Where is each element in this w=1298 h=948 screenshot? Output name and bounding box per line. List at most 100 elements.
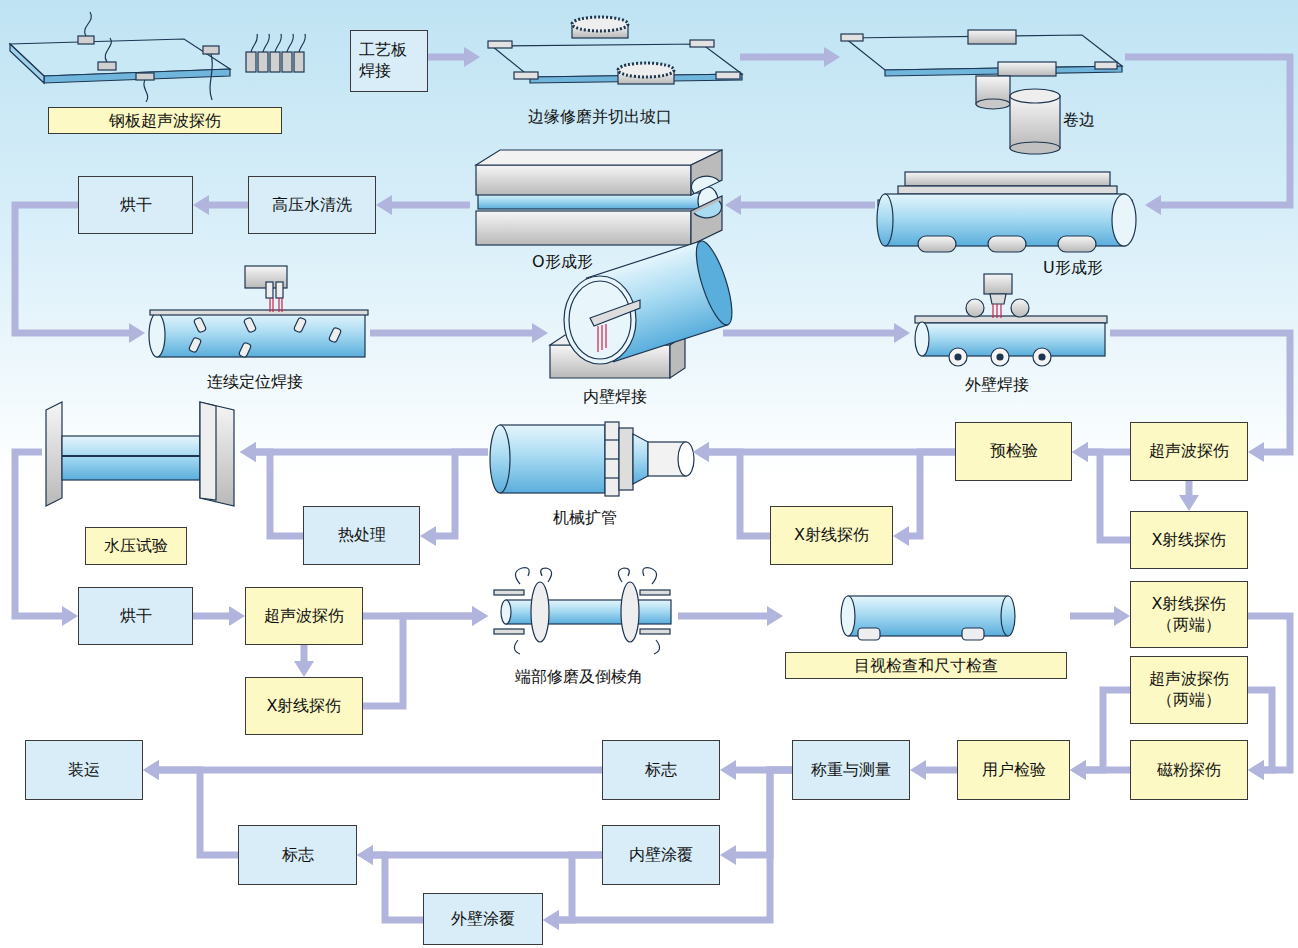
box-label: 标志: [645, 760, 677, 781]
flow-arrow: [907, 452, 955, 536]
u-forming-illustration-part: [898, 186, 1117, 194]
inspection-box: X射线探伤: [770, 506, 893, 565]
box-label: 预检验: [990, 441, 1038, 462]
flow-arrow: [1186, 481, 1193, 497]
flow-arrow: [428, 54, 466, 61]
step-caption: O形成形: [532, 252, 593, 272]
process-step: 连续定位焊接: [145, 260, 370, 392]
tack-welding-illustration-part: [293, 317, 306, 333]
process-step: O形成形: [470, 145, 725, 273]
flow-arrow: [1084, 767, 1130, 774]
steel-plate-ultrasonic-part: [78, 36, 94, 44]
steel-plate-ultrasonic-part: [136, 73, 154, 80]
box-label: 烘干: [120, 195, 152, 216]
outer-welding-illustration-part: [1039, 354, 1045, 360]
edge-crimping-illustration-part: [1095, 62, 1117, 69]
steel-plate-ultrasonic-part: [251, 34, 257, 52]
step-caption: 外壁焊接: [965, 375, 1029, 395]
process-step: 边缘修磨并切出坡口: [480, 12, 740, 130]
pipe-expansion-illustration-part: [605, 439, 619, 440]
visual-inspection-illustration-part: [1001, 596, 1015, 636]
box-label: 工艺板 焊接: [359, 40, 419, 82]
u-forming-illustration-part: [1058, 236, 1096, 252]
visual-inspection-illustration: [841, 596, 1015, 640]
hydrostatic-test-illustration-part: [62, 436, 200, 480]
hydrostatic-test-illustration-part: [62, 455, 200, 457]
flow-arrow: [740, 54, 826, 61]
o-forming-illustration-part: [691, 176, 719, 193]
flow-arrow: [734, 770, 792, 855]
tack-welding-illustration-part: [149, 313, 165, 357]
process-box: 标志: [602, 740, 720, 800]
box-label: 高压水清洗: [272, 195, 352, 216]
flow-arrow: [434, 452, 488, 536]
pipe-expansion-illustration-part: [605, 458, 619, 459]
flow-arrow: [1070, 613, 1116, 620]
outer-welding-illustration-part: [990, 294, 1006, 304]
outer-welding-illustration: [915, 274, 1107, 366]
step-caption: 端部修磨及倒棱角: [515, 667, 643, 687]
step-caption: U形成形: [1043, 258, 1103, 278]
steel-plate-ultrasonic-part: [287, 34, 293, 52]
steel-plate-ultrasonic: [10, 12, 305, 102]
end-facing-illustration: [494, 568, 671, 654]
pipe-expansion-illustration-part: [500, 425, 605, 493]
box-label: X射线探伤: [1152, 530, 1227, 551]
steel-plate-ultrasonic-part: [105, 38, 111, 62]
tack-welding-illustration-part: [157, 313, 365, 357]
steel-plate-ultrasonic-part: [294, 52, 304, 72]
inspection-box: 预检验: [955, 422, 1072, 481]
outer-welding-illustration-part: [915, 322, 929, 356]
box-label: 超声波探伤 （两端）: [1137, 669, 1241, 711]
process-step: 水压试验: [42, 400, 240, 570]
process-box: 烘干: [78, 587, 193, 645]
flow-arrow: [1086, 452, 1130, 540]
process-box: 内壁涂覆: [602, 825, 720, 885]
pipe-expansion-illustration-part: [605, 422, 619, 496]
flow-arrow: [301, 645, 308, 663]
inner-welding-illustration-part: [590, 300, 640, 326]
flow-arrow: [157, 770, 238, 855]
pipe-expansion-illustration-part: [619, 428, 633, 490]
flow-arrow: [557, 855, 602, 920]
flow-arrow: [707, 452, 770, 536]
outer-welding-illustration-part: [991, 348, 1009, 366]
flow-arrow: [723, 330, 896, 337]
pipe-expansion-illustration: [490, 422, 694, 496]
outer-welding-illustration-part: [949, 348, 967, 366]
tack-welding-illustration-part: [272, 298, 273, 312]
box-label: 超声波探伤: [1149, 441, 1229, 462]
steel-plate-ultrasonic-part: [10, 44, 44, 83]
edge-milling-illustration-part: [618, 63, 674, 77]
inspection-box: X射线探伤: [1130, 511, 1248, 569]
tack-welding-illustration-part: [269, 298, 270, 312]
step-label-box: 钢板超声波探伤: [48, 107, 282, 134]
steel-plate-ultrasonic-part: [144, 80, 148, 102]
outer-welding-illustration-part: [922, 323, 1105, 356]
u-forming-illustration: [877, 172, 1136, 252]
edge-milling-illustration: [488, 17, 742, 84]
flow-arrow: [1248, 616, 1290, 770]
inspection-box: 用户检验: [957, 740, 1070, 800]
flow-arrow: [1125, 57, 1290, 205]
hydrostatic-test-illustration-part: [200, 402, 216, 500]
step-label-box: 水压试验: [85, 527, 187, 565]
flow-arrow: [370, 330, 534, 337]
outer-welding-illustration-part: [992, 304, 993, 318]
hydrostatic-test-illustration: [46, 402, 234, 506]
end-facing-illustration-part: [640, 590, 670, 595]
box-label: X射线探伤: [794, 525, 869, 546]
process-box: 装运: [25, 740, 143, 800]
flow-arrow: [193, 613, 231, 620]
u-forming-illustration-part: [877, 194, 893, 246]
step-caption: 连续定位焊接: [207, 372, 303, 392]
flow-arrow: [15, 452, 64, 616]
box-label: 装运: [68, 760, 100, 781]
box-label: 称重与测量: [811, 760, 891, 781]
steel-plate-ultrasonic-part: [258, 52, 268, 72]
inner-welding-illustration-part: [601, 325, 602, 350]
process-box: 烘干: [78, 176, 193, 234]
edge-crimping-illustration-part: [976, 99, 1010, 109]
step-caption: 内壁焊接: [583, 387, 647, 407]
